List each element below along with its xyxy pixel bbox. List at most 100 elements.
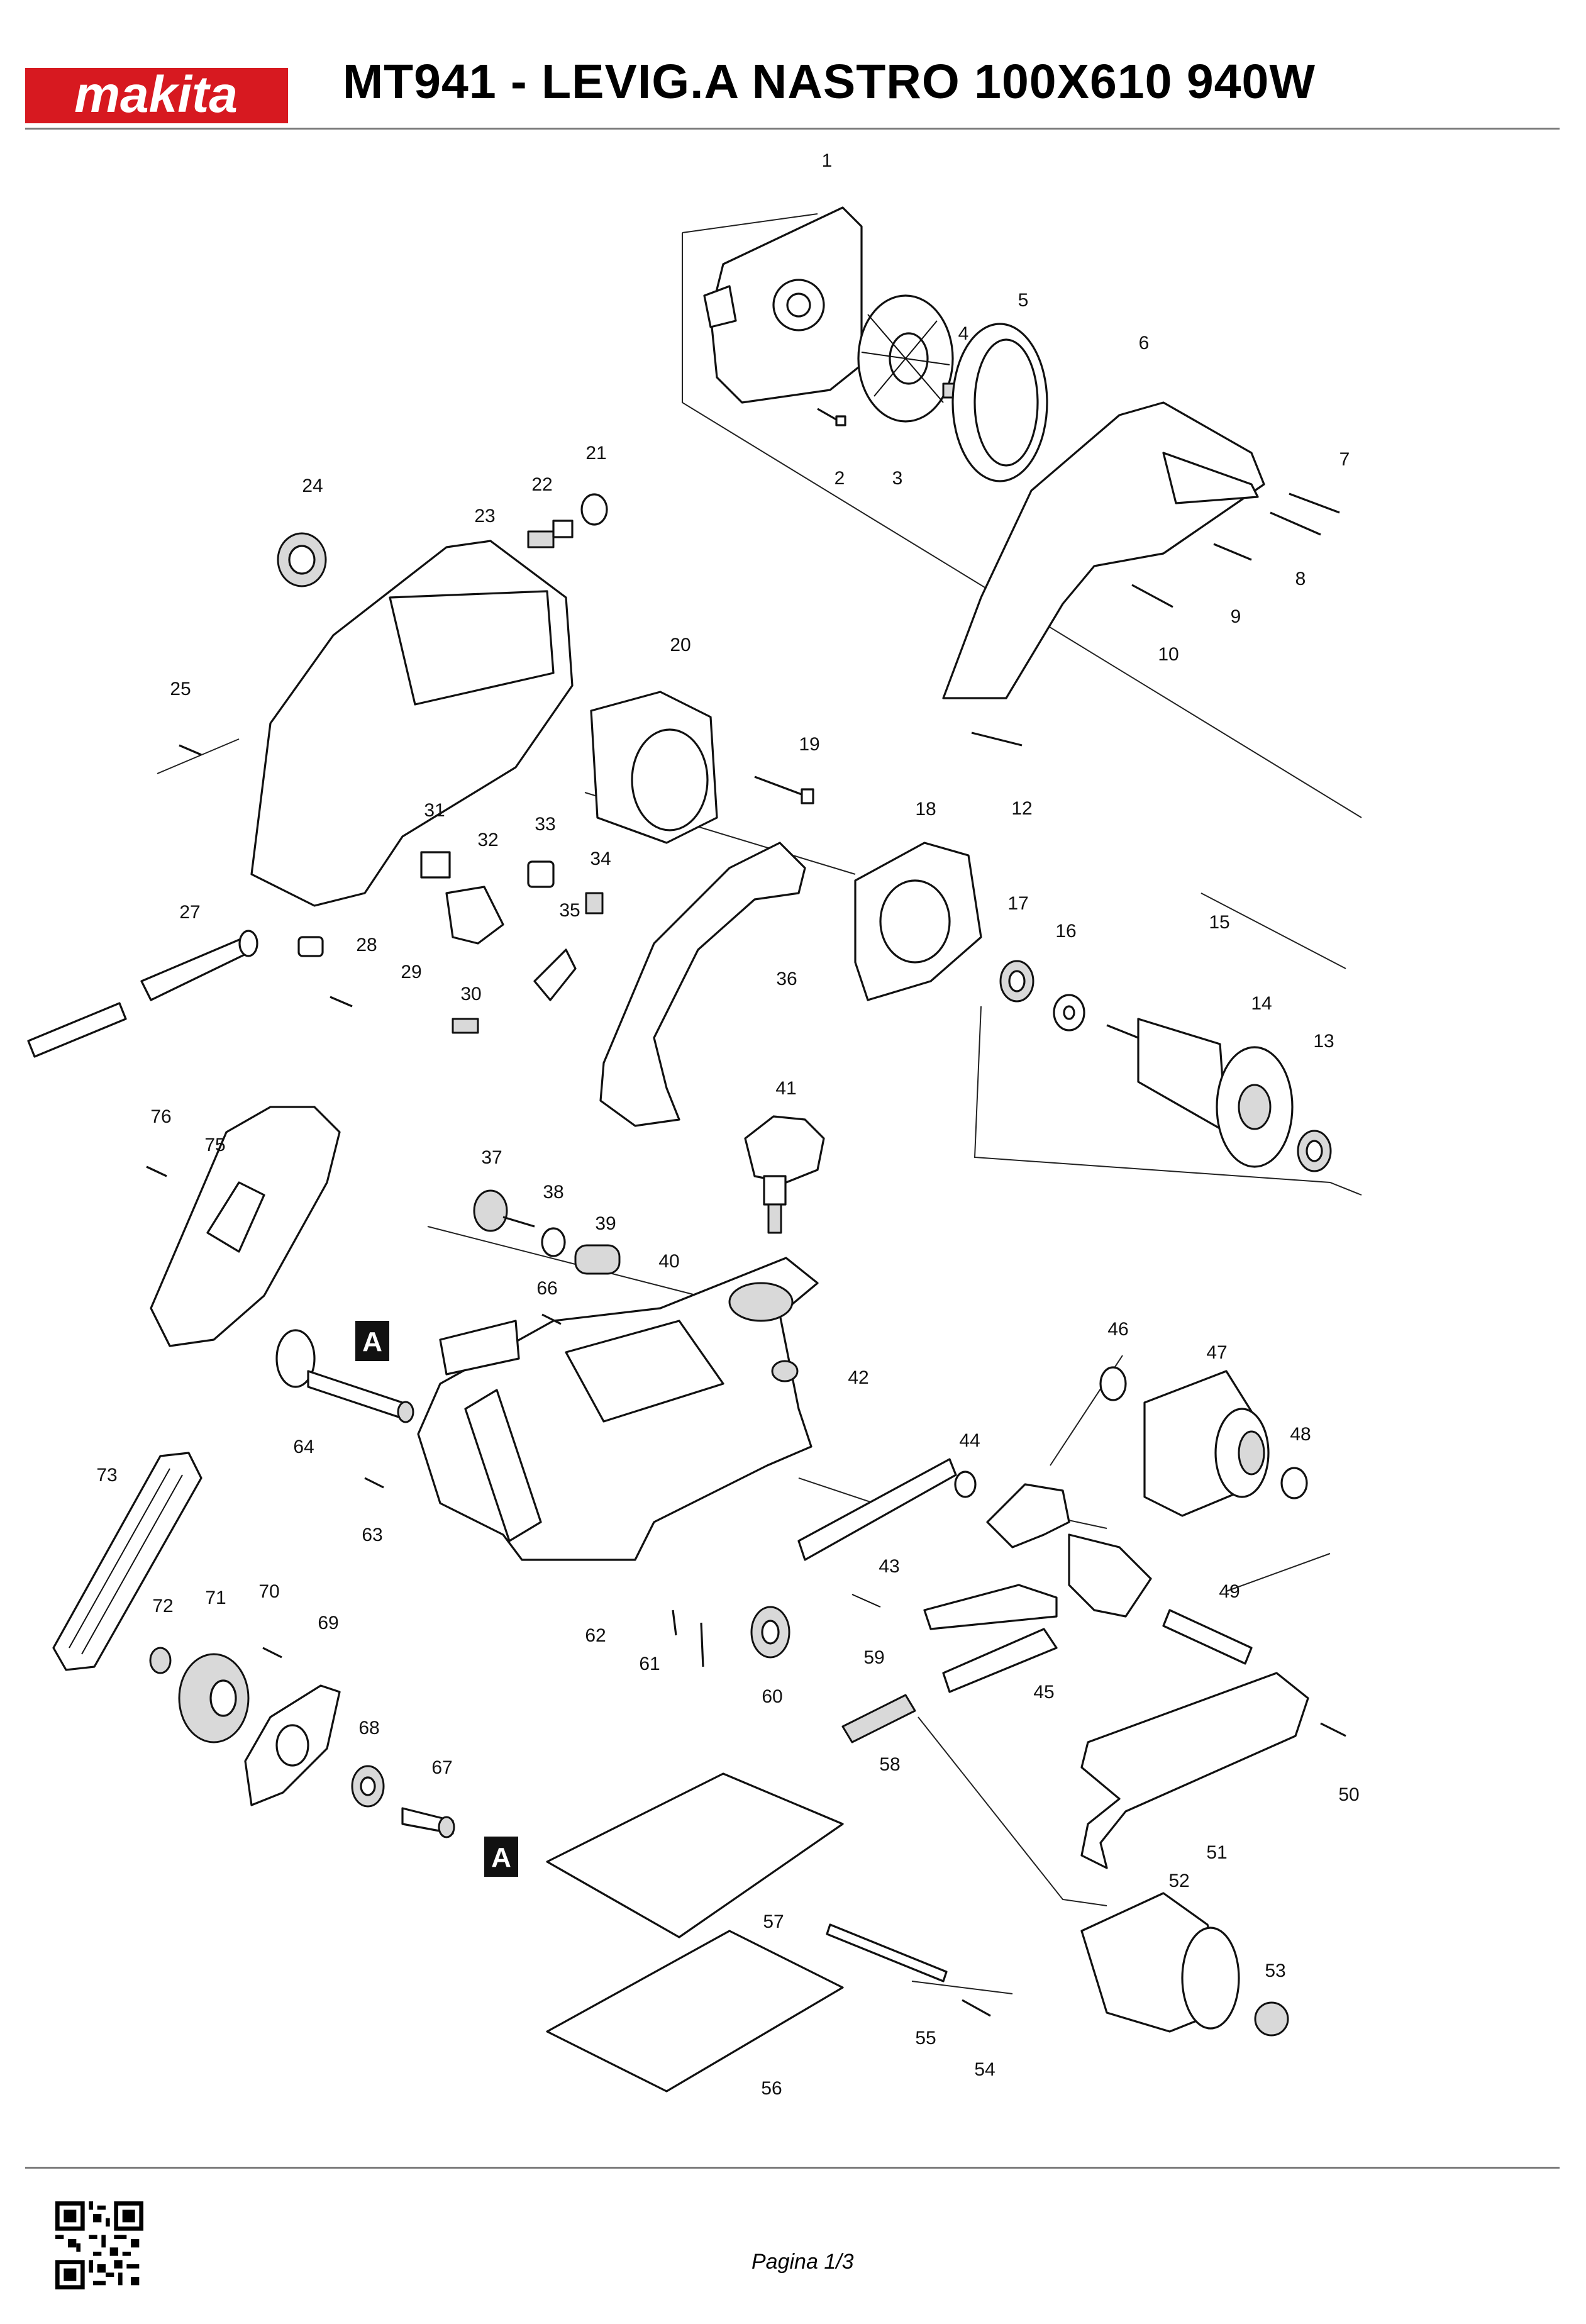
svg-text:39: 39	[595, 1213, 616, 1234]
part-76-screw	[146, 1165, 167, 1177]
svg-text:38: 38	[543, 1182, 563, 1203]
header-divider	[25, 128, 1560, 130]
svg-text:70: 70	[258, 1581, 279, 1602]
svg-text:24: 24	[302, 475, 323, 496]
svg-text:4: 4	[958, 323, 969, 344]
part-61-pin	[700, 1622, 704, 1667]
svg-text:59: 59	[863, 1647, 884, 1668]
svg-text:5: 5	[1018, 290, 1029, 311]
svg-text:55: 55	[915, 2028, 936, 2049]
part-17-bearing	[999, 960, 1034, 1003]
part-47-drive-roller	[1143, 1370, 1270, 1517]
part-41-knob	[744, 1115, 825, 1234]
qr-code-icon	[55, 2201, 143, 2289]
svg-text:37: 37	[481, 1147, 502, 1168]
svg-text:60: 60	[762, 1686, 782, 1707]
part-59-pin	[851, 1594, 881, 1608]
svg-text:36: 36	[776, 969, 797, 989]
svg-text:3: 3	[892, 468, 903, 489]
svg-text:A: A	[362, 1326, 382, 1357]
svg-text:2: 2	[835, 468, 845, 489]
part-5-baffle	[951, 323, 1048, 482]
svg-text:43: 43	[879, 1556, 899, 1577]
svg-text:21: 21	[585, 443, 606, 464]
svg-text:50: 50	[1338, 1784, 1359, 1805]
part-16-washer	[1053, 994, 1085, 1031]
svg-text:76: 76	[150, 1106, 171, 1127]
brand-wordmark: makita	[74, 68, 238, 123]
svg-text:69: 69	[318, 1613, 338, 1633]
part-70-screw	[262, 1647, 282, 1659]
screws-7-8-9-10-12	[971, 492, 1340, 747]
part-24-cap	[277, 532, 327, 587]
marker-a-lower: A	[484, 1837, 518, 1877]
svg-text:71: 71	[205, 1587, 226, 1608]
svg-text:61: 61	[639, 1654, 660, 1674]
svg-text:63: 63	[362, 1525, 382, 1545]
part-13-bearing	[1297, 1130, 1332, 1172]
part-42-nut	[771, 1360, 799, 1382]
svg-text:18: 18	[915, 799, 936, 820]
part-51-roller-frame	[1080, 1672, 1309, 1869]
page-title: MT941 - LEVIG.A NASTRO 100X610 940W	[343, 55, 1316, 109]
part-69-bracket	[244, 1684, 341, 1806]
part-32-switch	[445, 886, 504, 945]
svg-text:51: 51	[1206, 1842, 1227, 1863]
part-66-screw	[541, 1313, 562, 1325]
svg-text:45: 45	[1033, 1682, 1054, 1703]
svg-text:28: 28	[356, 935, 377, 955]
svg-text:33: 33	[535, 814, 555, 835]
svg-text:27: 27	[179, 902, 200, 923]
part-53-nut	[1254, 2001, 1289, 2037]
part-6-top-housing	[942, 401, 1265, 699]
svg-text:8: 8	[1295, 569, 1306, 589]
svg-text:29: 29	[401, 962, 421, 982]
part-54-screw	[962, 1999, 991, 2017]
svg-text:30: 30	[460, 984, 481, 1004]
part-35-lever	[533, 948, 577, 1001]
part-1-housing-cover	[703, 206, 863, 404]
part-64-shaft	[275, 1329, 414, 1423]
svg-text:25: 25	[170, 679, 191, 699]
part-73-drive-belt	[52, 1452, 202, 1671]
part-27-cord-guard	[27, 930, 258, 1058]
part-56-graphite-pad	[546, 1930, 844, 2093]
svg-text:64: 64	[293, 1437, 314, 1457]
svg-text:22: 22	[531, 474, 552, 495]
part-21-cap	[580, 493, 608, 526]
part-55-strip	[826, 1923, 948, 1982]
callout-labels: 1 2 3 4 5 6 7 8 9 10 12 13 14 15 16 17 1…	[96, 150, 1359, 2099]
svg-text:66: 66	[536, 1278, 557, 1299]
svg-text:52: 52	[1168, 1871, 1189, 1891]
part-37-knob	[473, 1189, 535, 1232]
part-19-bolt	[754, 776, 814, 804]
part-62-screw	[672, 1610, 677, 1636]
part-48-washer	[1280, 1467, 1308, 1499]
part-29-screw	[330, 996, 353, 1008]
part-31-capacitor	[420, 851, 451, 879]
svg-text:67: 67	[431, 1757, 452, 1778]
part-34-spring	[585, 892, 604, 915]
part-58-spring	[841, 1694, 916, 1743]
label-plate	[439, 1320, 520, 1376]
svg-text:17: 17	[1007, 893, 1028, 914]
marker-a-upper: A	[355, 1321, 389, 1361]
part-36-handle	[599, 842, 806, 1127]
part-20-stator	[590, 691, 718, 844]
svg-text:48: 48	[1290, 1424, 1311, 1445]
part-57-platen	[546, 1772, 844, 1938]
svg-text:32: 32	[477, 830, 498, 850]
svg-text:46: 46	[1107, 1319, 1128, 1340]
part-23-side-housing	[250, 540, 574, 907]
part-50-screw	[1320, 1722, 1346, 1737]
svg-text:54: 54	[974, 2059, 995, 2080]
part-40-base-frame	[417, 1257, 819, 1561]
svg-text:53: 53	[1265, 1960, 1285, 1981]
part-22-brush	[527, 520, 574, 548]
svg-text:62: 62	[585, 1625, 606, 1646]
svg-text:68: 68	[358, 1718, 379, 1738]
svg-text:12: 12	[1011, 798, 1032, 819]
svg-text:14: 14	[1251, 993, 1272, 1014]
svg-text:7: 7	[1339, 449, 1350, 470]
